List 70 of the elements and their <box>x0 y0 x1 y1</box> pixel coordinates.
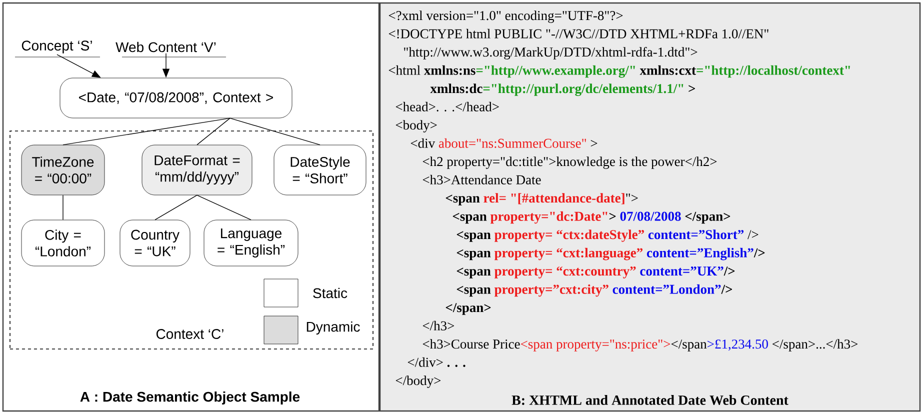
label: property="dc:Date" <box>490 211 608 224</box>
legend-label: Dynamic <box>306 321 360 335</box>
code-line: <head>. . .</head> <box>396 102 499 112</box>
code-line: </body> <box>396 376 441 388</box>
code-line: </div> . . . <box>408 357 466 367</box>
underlined-label: Web Content ‘V’ <box>116 42 226 58</box>
label: <span property="ns:price"> <box>520 340 670 352</box>
rounded-box: Language = “English” <box>204 220 298 266</box>
label: property= “cxt:country” <box>494 266 636 278</box>
label: <span <box>456 268 491 278</box>
label: <h3>Course Price <box>422 339 520 349</box>
label: property=”cxt:city” <box>494 284 608 297</box>
label: /> <box>754 248 765 258</box>
rounded-box: DateFormat = “mm/dd/yyyy” <box>142 144 252 196</box>
code-line: <span rel= "[#attendance-date]"> <box>446 193 638 206</box>
label: property= “ctx:dateStyle” <box>494 230 644 242</box>
label: </span> <box>685 212 730 224</box>
label: <span <box>456 286 491 297</box>
code-line: <span property="dc:Date" > 07/08/2008 </span> <box>452 211 730 224</box>
rounded-box: DateStyle = “Short” <box>274 144 366 196</box>
label: </span <box>671 340 707 352</box>
code-line: "http://www.w3.org/MarkUp/DTD/xhtml-rdfa-1.dtd"> <box>404 47 698 60</box>
label: content=”Short” <box>648 230 744 240</box>
code-line: </h3> <box>422 320 454 330</box>
label: <span <box>456 231 491 242</box>
label: 07/08/2008 <box>620 212 681 221</box>
label: xmlns:cxt <box>640 65 696 75</box>
label: > <box>609 212 616 220</box>
label: <span <box>456 249 491 260</box>
code-line: <h2 property="dc:title">knowledge is the power</h2> <box>422 156 717 169</box>
underlined-label: Concept ‘S’ <box>14 40 100 58</box>
panel-caption: B: XHTML and Annotated Date Web Content <box>512 395 788 405</box>
label: property= “cxt:language” <box>494 248 642 260</box>
label: content=”London” <box>612 284 721 294</box>
code-line: <h3>Attendance Date <box>422 174 541 184</box>
code-line: <span property= “ctx:dateStyle” content=”Short” /> <box>456 230 758 242</box>
code-line: </span> <box>446 303 491 315</box>
rounded-box: City = “London” <box>21 220 105 266</box>
connector <box>196 194 252 220</box>
rounded-box: TimeZone = “00:00” <box>21 144 105 196</box>
code-line: <?xml version="1.0" encoding="UTF-8"?> <box>388 10 623 23</box>
label: ="http://localhost/context" <box>696 65 850 78</box>
connector <box>196 118 230 146</box>
code-line: <h3>Course Price<span property="ns:price"></span>£1,234.50 </span>...</h3> <box>422 339 858 352</box>
code-line: <span property= “cxt:country” content=”UK”/> <box>456 266 735 278</box>
code-line: <html xmlns:ns="http//www.example.org/" xmlns:cxt="http://localhost/context" <box>388 65 850 78</box>
label: /> <box>721 284 732 294</box>
code-line: <span property= “cxt:language” content=”English”/> <box>456 248 765 260</box>
label: content=”English” <box>646 248 754 260</box>
connector <box>62 118 230 146</box>
code-line: <div about="ns:SummerCourse" > <box>410 138 598 148</box>
label: /> <box>724 266 735 276</box>
label: </span>...</h3> <box>772 339 858 352</box>
rounded-box: Country = “UK” <box>120 220 190 266</box>
legend-label: Static <box>313 288 348 298</box>
code-line: <!DOCTYPE html PUBLIC "-//W3C//DTD XHTML+RDFa 1.0//EN" <box>388 28 768 38</box>
label: ="http//www.example.org/" <box>476 65 635 78</box>
code-line: xmlns:dc="http://purl.org/dc/elements/1.1/" > <box>430 84 695 96</box>
code-line: <span property=”cxt:city” content=”London”/> <box>456 284 732 297</box>
label: <span <box>452 212 487 224</box>
rounded-box: <Date, “07/08/2008”, Context > <box>60 78 292 118</box>
label: content=”UK” <box>640 266 724 276</box>
connector <box>62 194 64 220</box>
code-line: <body> <box>396 120 437 132</box>
panel-caption: A : Date Semantic Object Sample <box>80 391 300 405</box>
connector <box>154 194 198 220</box>
label: xmlns:ns <box>424 65 476 75</box>
label: /> <box>748 230 758 240</box>
label: >£1,234.50 <box>708 340 768 351</box>
label: <html <box>388 65 420 75</box>
